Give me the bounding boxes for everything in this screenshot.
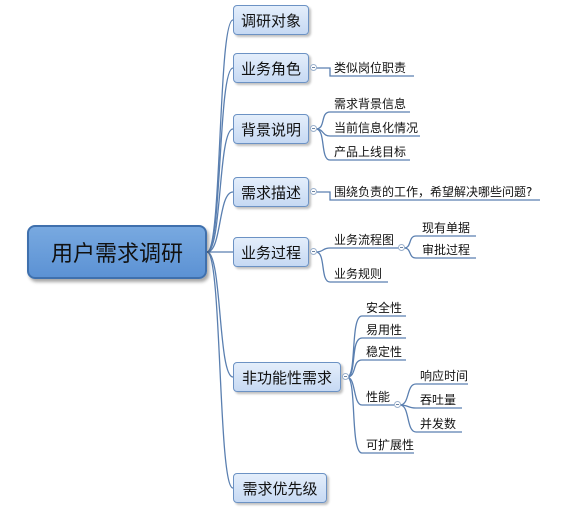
collapse-toggle-icon[interactable] bbox=[398, 244, 405, 251]
leaf-bg-0[interactable]: 需求背景信息 bbox=[334, 97, 407, 111]
leaf-perf-2[interactable]: 并发数 bbox=[420, 417, 457, 431]
node-priority[interactable]: 需求优先级 bbox=[233, 473, 327, 503]
leaf-perf-1[interactable]: 吞吐量 bbox=[420, 393, 457, 407]
node-label: 非功能性需求 bbox=[241, 368, 332, 387]
node-label: 需求描述 bbox=[240, 183, 301, 202]
collapse-toggle-icon[interactable] bbox=[394, 401, 401, 408]
collapse-toggle-icon[interactable] bbox=[310, 188, 317, 195]
edge-root-5 bbox=[206, 251, 234, 378]
node-research-target[interactable]: 调研对象 bbox=[233, 5, 309, 35]
leaf-desc-0[interactable]: 围绕负责的工作，希望解决哪些问题? bbox=[334, 185, 533, 199]
leaf-proc-1[interactable]: 业务规则 bbox=[334, 267, 383, 281]
node-background[interactable]: 背景说明 bbox=[233, 114, 309, 144]
node-label: 需求优先级 bbox=[242, 479, 318, 498]
collapse-toggle-icon[interactable] bbox=[310, 125, 317, 132]
leaf-nfr-4[interactable]: 可扩展性 bbox=[366, 438, 415, 452]
leaf-role-0[interactable]: 类似岗位职责 bbox=[334, 61, 407, 75]
edge-root-6 bbox=[206, 251, 234, 489]
leaf-nfr-3[interactable]: 性能 bbox=[366, 390, 391, 404]
collapse-toggle-icon[interactable] bbox=[310, 248, 317, 255]
leaf-nfr-1[interactable]: 易用性 bbox=[366, 323, 403, 337]
node-label: 背景说明 bbox=[240, 120, 301, 139]
leaf-bg-1[interactable]: 当前信息化情况 bbox=[334, 121, 419, 135]
collapse-toggle-icon[interactable] bbox=[310, 64, 317, 71]
node-business-role[interactable]: 业务角色 bbox=[233, 53, 309, 83]
edge-root-0 bbox=[206, 19, 234, 253]
node-label: 调研对象 bbox=[240, 11, 301, 30]
root-label: 用户需求调研 bbox=[50, 242, 183, 267]
leaf-proc-0[interactable]: 业务流程图 bbox=[334, 233, 395, 247]
leaf-perf-0[interactable]: 响应时间 bbox=[420, 369, 469, 383]
leaf-nfr-0[interactable]: 安全性 bbox=[366, 301, 403, 315]
leaf-proc-flow-1[interactable]: 审批过程 bbox=[422, 243, 471, 257]
node-requirement-desc[interactable]: 需求描述 bbox=[233, 177, 309, 207]
node-nonfunctional[interactable]: 非功能性需求 bbox=[233, 362, 341, 392]
leaf-nfr-2[interactable]: 稳定性 bbox=[366, 345, 403, 359]
edge-root-1 bbox=[206, 67, 234, 253]
leaf-proc-flow-0[interactable]: 现有单据 bbox=[422, 221, 471, 235]
collapse-toggle-icon[interactable] bbox=[342, 373, 349, 380]
node-label: 业务角色 bbox=[240, 59, 301, 78]
node-label: 业务过程 bbox=[240, 243, 301, 262]
edge-root-2 bbox=[206, 128, 234, 253]
edge-root-3 bbox=[206, 191, 234, 253]
root-node[interactable]: 用户需求调研 bbox=[27, 225, 207, 279]
leaf-bg-2[interactable]: 产品上线目标 bbox=[334, 145, 407, 159]
node-business-process[interactable]: 业务过程 bbox=[233, 237, 309, 267]
